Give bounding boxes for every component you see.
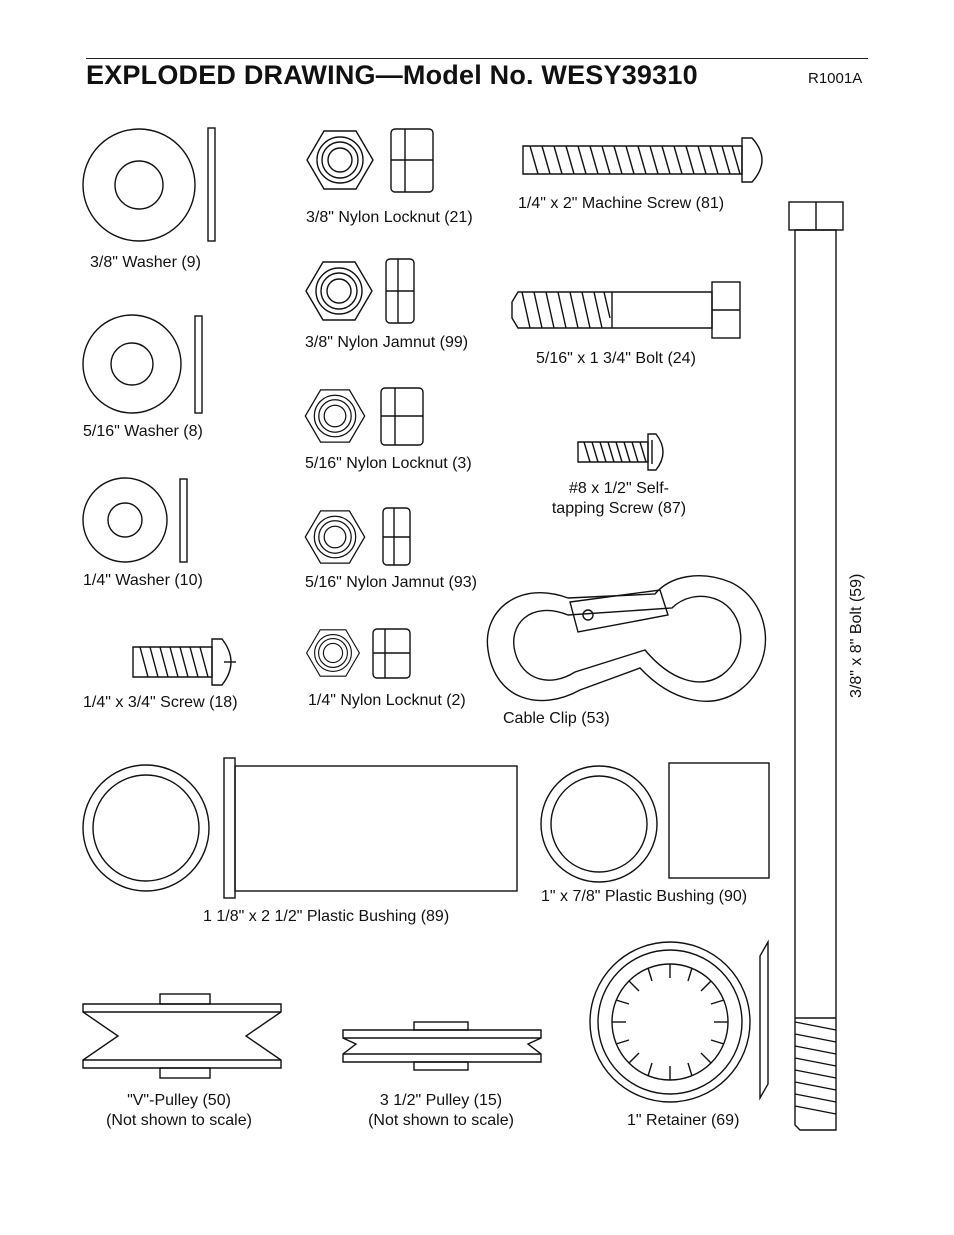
label-cable-clip-53: Cable Clip (53) bbox=[503, 710, 610, 727]
screw-87-drawing bbox=[577, 433, 664, 471]
washer-8-drawing bbox=[82, 314, 203, 414]
label-pulley-50-line1: "V"-Pulley (50) bbox=[127, 1092, 231, 1109]
label-bolt-59: 3/8" x 8" Bolt (59) bbox=[848, 573, 865, 698]
v-pulley-50-drawing bbox=[82, 993, 282, 1079]
label-locknut-3: 5/16" Nylon Locknut (3) bbox=[305, 455, 472, 472]
page-title: EXPLODED DRAWING—Model No. WESY39310 bbox=[86, 60, 698, 90]
jamnut-93-drawing bbox=[304, 507, 411, 566]
label-retainer-69: 1" Retainer (69) bbox=[627, 1112, 740, 1129]
machine-screw-81-drawing bbox=[522, 137, 763, 183]
label-screw-87-line1: #8 x 1/2" Self- bbox=[569, 480, 669, 497]
label-machine-screw-81: 1/4" x 2" Machine Screw (81) bbox=[518, 195, 725, 212]
label-bolt-24: 5/16" x 1 3/4" Bolt (24) bbox=[536, 350, 696, 367]
jamnut-99-drawing bbox=[305, 258, 415, 324]
drawing-code: R1001A bbox=[808, 70, 863, 87]
label-jamnut-93: 5/16" Nylon Jamnut (93) bbox=[305, 574, 477, 591]
washer-10-drawing bbox=[82, 477, 188, 563]
retainer-69-drawing bbox=[589, 939, 769, 1103]
label-jamnut-99: 3/8" Nylon Jamnut (99) bbox=[305, 334, 469, 351]
bolt-59-drawing bbox=[788, 201, 844, 1131]
label-pulley-50: "V"-Pulley (50) (Not shown to scale) bbox=[98, 1091, 260, 1131]
label-washer-9: 3/8" Washer (9) bbox=[90, 254, 201, 271]
bushing-90-drawing bbox=[540, 762, 770, 883]
locknut-21-drawing bbox=[306, 128, 434, 193]
label-pulley-15-line2: (Not shown to scale) bbox=[368, 1112, 514, 1129]
bolt-24-drawing bbox=[511, 281, 741, 339]
cable-clip-53-drawing bbox=[486, 575, 767, 702]
label-screw-87: #8 x 1/2" Self- tapping Screw (87) bbox=[546, 479, 692, 519]
locknut-2-drawing bbox=[306, 628, 411, 679]
label-locknut-21: 3/8" Nylon Locknut (21) bbox=[306, 209, 473, 226]
header-rule bbox=[86, 58, 868, 59]
label-bushing-90: 1" x 7/8" Plastic Bushing (90) bbox=[541, 888, 748, 905]
label-pulley-15-line1: 3 1/2" Pulley (15) bbox=[379, 1092, 503, 1109]
label-washer-8: 5/16" Washer (8) bbox=[83, 423, 203, 440]
label-screw-87-line2: tapping Screw (87) bbox=[551, 500, 687, 517]
label-bushing-89: 1 1/8" x 2 1/2" Plastic Bushing (89) bbox=[203, 908, 450, 925]
washer-9-drawing bbox=[82, 127, 216, 242]
locknut-3-drawing bbox=[304, 387, 424, 446]
label-washer-10: 1/4" Washer (10) bbox=[83, 572, 203, 589]
label-pulley-50-line2: (Not shown to scale) bbox=[106, 1112, 252, 1129]
label-locknut-2: 1/4" Nylon Locknut (2) bbox=[308, 692, 466, 709]
screw-18-drawing bbox=[132, 638, 236, 686]
bushing-89-drawing bbox=[82, 757, 518, 899]
label-pulley-15: 3 1/2" Pulley (15) (Not shown to scale) bbox=[360, 1091, 522, 1131]
label-screw-18: 1/4" x 3/4" Screw (18) bbox=[83, 694, 238, 711]
pulley-15-drawing bbox=[342, 1021, 542, 1071]
